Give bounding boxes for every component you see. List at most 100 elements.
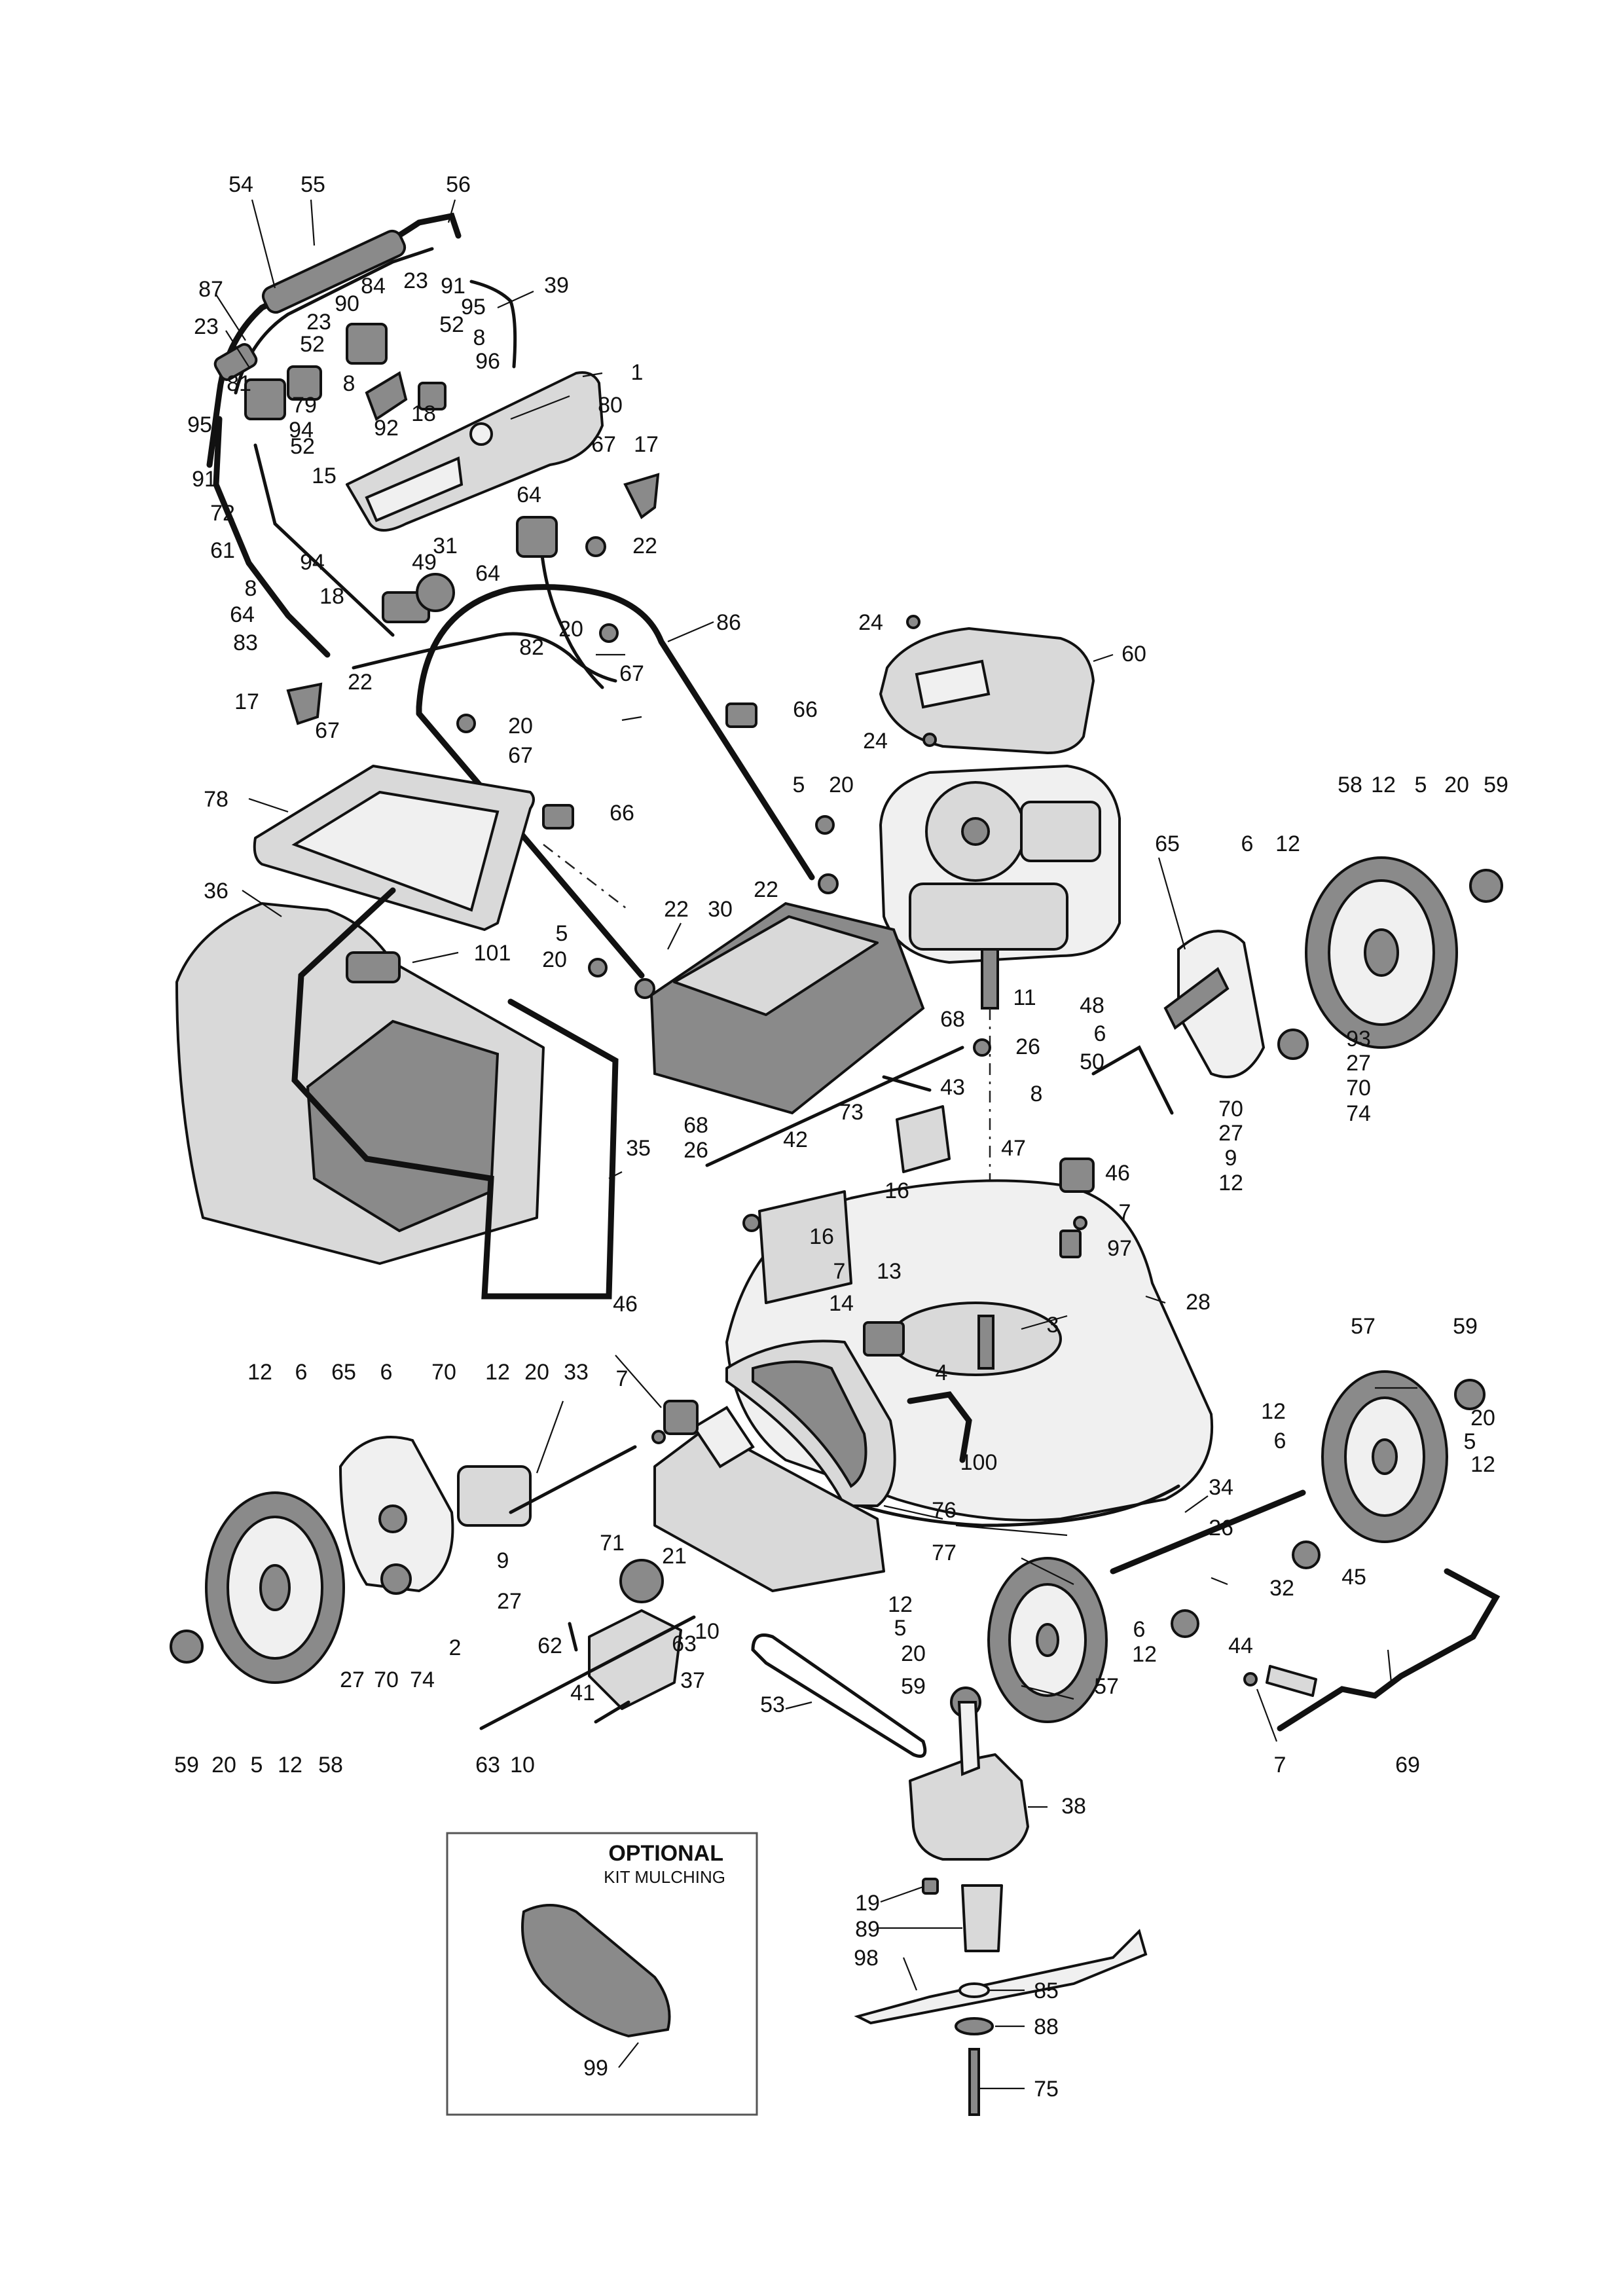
lever-bracket-mid (287, 365, 322, 401)
callout-65b: 65 (331, 1360, 356, 1385)
spacer-22-c (818, 873, 839, 894)
callout-10b: 10 (510, 1753, 535, 1777)
callout-12f: 12 (1261, 1399, 1286, 1424)
optional-kit-subtitle: KIT MULCHING (604, 1867, 725, 1887)
left-upper-tube (213, 416, 331, 658)
engine-flywheel-hub (961, 817, 990, 846)
callout-5e: 5 (894, 1616, 907, 1641)
washer-85 (958, 1982, 990, 1998)
callout-22d: 22 (664, 897, 689, 922)
callout-67c: 67 (315, 718, 340, 743)
rear-left-wheel-group (170, 1436, 637, 1684)
discharge-chute-flap (692, 1406, 755, 1468)
callout-5d: 5 (1464, 1429, 1476, 1454)
callout-97: 97 (1107, 1236, 1132, 1261)
guard-group (653, 1339, 972, 1592)
callout-70c: 70 (431, 1360, 456, 1385)
callout-71: 71 (600, 1531, 625, 1556)
rear-right-hub (1364, 928, 1399, 977)
callout-82: 82 (519, 635, 544, 660)
callout-52b: 52 (439, 312, 464, 337)
callout-46a: 46 (1105, 1161, 1130, 1186)
callout-67b: 67 (619, 661, 644, 686)
height-plate-65-left-hub (378, 1504, 407, 1533)
callout-5c: 5 (556, 921, 568, 946)
callout-27c: 27 (497, 1589, 522, 1614)
callout-85: 85 (1034, 1978, 1059, 2003)
washer-20-c (815, 815, 835, 835)
callout-61: 61 (210, 538, 235, 563)
callout-18a: 18 (411, 401, 436, 426)
callout-7d: 7 (1274, 1753, 1286, 1777)
front-bumper-69 (1277, 1568, 1501, 1732)
callout-3: 3 (1047, 1313, 1059, 1338)
cable-guide-64a (516, 516, 558, 558)
drive-axle-63-10 (479, 1615, 696, 1730)
callout-73: 73 (839, 1100, 864, 1125)
callout-20a: 20 (558, 617, 583, 642)
wing-knob-lower (286, 682, 323, 725)
grass-bag-group (175, 765, 619, 1300)
height-adjust-plate-65 (1177, 930, 1266, 1078)
spring-62 (568, 1622, 578, 1652)
callout-64b: 64 (475, 561, 500, 586)
callout-92: 92 (374, 416, 399, 441)
callout-6e: 6 (1274, 1429, 1286, 1453)
callout-48: 48 (1080, 993, 1104, 1018)
washer-20-a (599, 623, 619, 643)
bushing-74-right (1277, 1029, 1309, 1060)
callout-26a: 26 (1015, 1034, 1040, 1059)
callout-55: 55 (301, 172, 325, 197)
cable-guide-64c (416, 573, 455, 612)
rear-guard-inner (752, 1360, 867, 1488)
callout-89: 89 (855, 1917, 880, 1942)
lever-92 (365, 371, 408, 422)
engine-crankcase (909, 883, 1068, 951)
callout-7a: 7 (1119, 1200, 1131, 1225)
hubcap-59-right (1469, 869, 1503, 903)
callout-24a: 24 (858, 610, 883, 635)
clip-66a (725, 702, 757, 728)
callout-8a: 8 (473, 325, 486, 350)
hubcap-59-front-right (1454, 1379, 1486, 1410)
callout-13: 13 (877, 1259, 902, 1284)
callout-95a: 95 (461, 295, 486, 319)
rear-flap-top (673, 915, 879, 1016)
front-left-hub (1036, 1623, 1059, 1657)
left-lower-tube (253, 443, 395, 637)
deck-rear-plate (758, 1190, 852, 1304)
callout-80: 80 (598, 393, 623, 418)
callout-57a: 57 (1351, 1314, 1376, 1339)
callout-17a: 17 (634, 432, 659, 457)
engine-shaft (981, 948, 999, 1010)
callout-62: 62 (538, 1633, 562, 1658)
callout-1: 1 (631, 360, 644, 385)
callout-66a: 66 (793, 697, 818, 722)
callout-27d: 27 (340, 1667, 365, 1692)
callout-81: 81 (227, 371, 251, 396)
engine-mount-97 (1059, 1230, 1082, 1258)
callout-12d: 12 (247, 1360, 272, 1385)
callout-42: 42 (783, 1127, 808, 1152)
bag-top-cover-inner (291, 790, 500, 912)
washer-20-d (588, 958, 608, 977)
callout-9a: 9 (1225, 1146, 1237, 1171)
bolt-7-c (1243, 1672, 1258, 1686)
callout-91a: 91 (441, 274, 465, 299)
handle-end-cap (213, 343, 258, 381)
callout-59a: 59 (1484, 773, 1508, 797)
callout-9b: 9 (497, 1548, 509, 1573)
callout-5a: 5 (793, 773, 805, 797)
callout-64c: 64 (230, 602, 255, 627)
callout-15: 15 (312, 464, 337, 488)
callout-20h: 20 (901, 1641, 926, 1666)
blade-holder-89 (961, 1884, 1003, 1952)
spacer-22-b (634, 978, 655, 999)
callout-74a: 74 (1346, 1101, 1371, 1126)
height-lever-48 (1163, 966, 1230, 1030)
spring-41 (594, 1700, 630, 1724)
front-axle-100 (907, 1391, 972, 1463)
callout-52c: 52 (290, 434, 315, 459)
rear-axle-bracket-left (457, 1465, 532, 1527)
